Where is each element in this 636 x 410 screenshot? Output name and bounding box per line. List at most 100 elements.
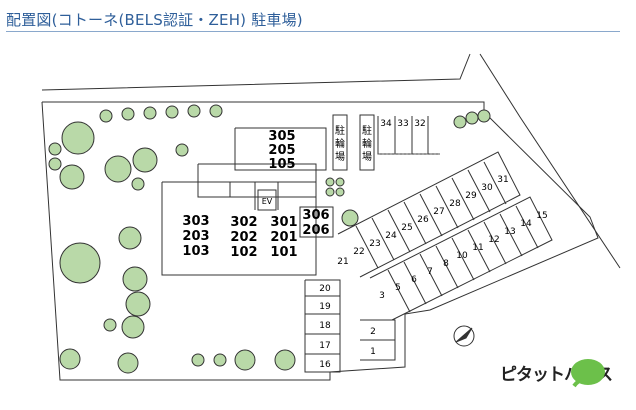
site-plan: 305 205 105 303 203 103 302 202 102 301 … xyxy=(41,53,621,381)
tree xyxy=(104,155,132,183)
parking-26: 26 xyxy=(417,215,429,225)
building-east xyxy=(299,206,334,238)
tree xyxy=(191,353,205,367)
bike-label-2c: 場 xyxy=(362,150,372,163)
tree xyxy=(117,352,139,374)
parking-3: 3 xyxy=(379,291,385,301)
elevator-label: EV xyxy=(262,197,273,206)
parking-23: 23 xyxy=(369,239,380,249)
tree xyxy=(209,104,223,118)
compass-icon xyxy=(453,325,475,347)
tree xyxy=(103,318,117,332)
unit-201: 201 xyxy=(270,230,297,245)
parking-1: 1 xyxy=(370,347,376,357)
parking-13: 13 xyxy=(504,227,515,237)
boundary-road-right xyxy=(479,53,621,269)
parking-18: 18 xyxy=(319,321,331,331)
bike-parking-2 xyxy=(359,114,375,171)
tree xyxy=(125,291,151,317)
tree xyxy=(325,177,335,187)
parking-17: 17 xyxy=(319,341,330,351)
unit-306: 306 xyxy=(302,208,329,223)
parking-30: 30 xyxy=(481,183,493,193)
bike-parking-1 xyxy=(332,114,348,171)
unit-305: 305 xyxy=(268,129,295,144)
unit-202: 202 xyxy=(230,230,257,245)
tree xyxy=(477,109,491,123)
parking-32: 32 xyxy=(414,119,425,129)
tree xyxy=(341,209,359,227)
tree xyxy=(121,315,145,339)
tree xyxy=(99,109,113,123)
parking-14: 14 xyxy=(520,219,532,229)
tree xyxy=(132,147,158,173)
unit-302: 302 xyxy=(230,215,257,230)
building-upper xyxy=(234,127,327,171)
tree xyxy=(187,104,201,118)
parking-31: 31 xyxy=(497,175,508,185)
parking-33: 33 xyxy=(397,119,408,129)
tree xyxy=(234,349,256,371)
tree xyxy=(131,177,145,191)
unit-102: 102 xyxy=(230,245,257,260)
unit-206: 206 xyxy=(302,223,329,238)
unit-105: 105 xyxy=(268,157,295,172)
parking-19: 19 xyxy=(319,302,331,312)
header: 配置図(コトーネ(BELS認証・ZEH) 駐車場) xyxy=(0,0,636,42)
tree xyxy=(213,353,227,367)
parking-28: 28 xyxy=(449,199,461,209)
tree xyxy=(122,266,148,292)
unit-301: 301 xyxy=(270,215,297,230)
tree xyxy=(121,107,135,121)
parking-10: 10 xyxy=(456,251,468,261)
parking-8: 8 xyxy=(443,259,449,269)
tree xyxy=(335,187,345,197)
tree xyxy=(143,106,157,120)
tree xyxy=(175,143,189,157)
tree xyxy=(453,115,467,129)
unit-203: 203 xyxy=(182,229,209,244)
building-core xyxy=(197,163,317,198)
elevator xyxy=(257,189,277,211)
tree xyxy=(48,157,62,171)
unit-205: 205 xyxy=(268,143,295,158)
bike-label-1c: 場 xyxy=(335,150,345,163)
leaf-icon xyxy=(571,359,605,388)
unit-101: 101 xyxy=(270,245,297,260)
tree xyxy=(325,187,335,197)
parking-29: 29 xyxy=(465,191,477,201)
bike-label-2a: 駐 xyxy=(362,124,372,137)
parking-25: 25 xyxy=(401,223,412,233)
parking-22: 22 xyxy=(353,247,364,257)
brand-logo: ピタットハウス xyxy=(500,352,613,397)
page-title: 配置図(コトーネ(BELS認証・ZEH) 駐車場) xyxy=(6,11,303,29)
parking-15: 15 xyxy=(536,211,547,221)
parking-16: 16 xyxy=(319,360,331,370)
tree xyxy=(59,242,101,284)
parking-7: 7 xyxy=(427,267,433,277)
boundary-road-top xyxy=(41,53,471,91)
tree xyxy=(274,349,296,371)
parking-21: 21 xyxy=(337,257,348,267)
parking-24: 24 xyxy=(385,231,397,241)
tree xyxy=(48,142,62,156)
parking-11: 11 xyxy=(472,243,483,253)
bike-label-2b: 輪 xyxy=(362,137,372,150)
unit-103: 103 xyxy=(182,244,209,259)
tree xyxy=(335,177,345,187)
parking-34: 34 xyxy=(380,119,392,129)
tree xyxy=(59,164,85,190)
parking-27: 27 xyxy=(433,207,444,217)
parking-2: 2 xyxy=(370,327,376,337)
tree xyxy=(465,111,479,125)
tree xyxy=(61,121,95,155)
title-divider xyxy=(6,31,620,32)
parking-5: 5 xyxy=(395,283,401,293)
parking-20: 20 xyxy=(319,284,331,294)
parking-6: 6 xyxy=(411,275,417,285)
tree xyxy=(118,226,142,250)
tree xyxy=(165,105,179,119)
tree-group xyxy=(48,104,491,374)
building-main xyxy=(161,181,317,276)
unit-303: 303 xyxy=(182,214,209,229)
